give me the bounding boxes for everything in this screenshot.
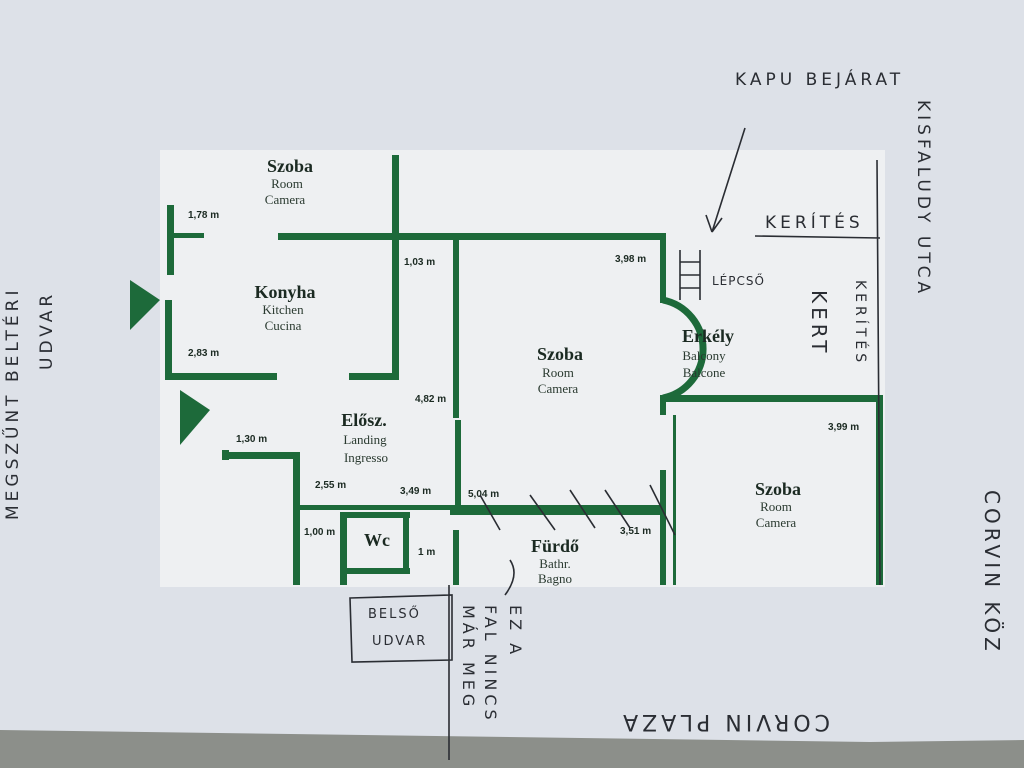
room-erkely: Erkély Balcony Balcone bbox=[682, 326, 734, 380]
svg-text:1,78 m: 1,78 m bbox=[188, 210, 219, 221]
svg-text:KAPU BEJÁRAT: KAPU BEJÁRAT bbox=[735, 68, 904, 90]
svg-text:3,51 m: 3,51 m bbox=[620, 526, 651, 537]
svg-text:4,82 m: 4,82 m bbox=[415, 394, 446, 405]
svg-text:Room: Room bbox=[542, 365, 574, 380]
room-szoba-center: Szoba Room Camera bbox=[537, 344, 583, 396]
svg-text:Room: Room bbox=[271, 176, 303, 191]
svg-text:3,98 m: 3,98 m bbox=[615, 254, 646, 265]
pen-markings bbox=[349, 127, 881, 760]
svg-text:UDVAR: UDVAR bbox=[372, 634, 427, 649]
svg-text:KERT: KERT bbox=[807, 290, 831, 356]
handwritten-notes: KAPU BEJÁRAT KISFALUDY UTCA KERÍTÉS LÉPC… bbox=[1, 68, 1004, 734]
room-szoba-top: Szoba Room Camera bbox=[265, 156, 313, 207]
svg-text:Room: Room bbox=[760, 499, 792, 514]
room-eloszoba: Elősz. Landing Ingresso bbox=[341, 410, 388, 465]
svg-text:UDVAR: UDVAR bbox=[37, 291, 57, 370]
svg-text:Szoba: Szoba bbox=[755, 479, 801, 499]
svg-text:FAL NINCS: FAL NINCS bbox=[481, 605, 500, 724]
svg-text:LÉPCSŐ: LÉPCSŐ bbox=[712, 273, 765, 288]
svg-text:1,03 m: 1,03 m bbox=[404, 257, 435, 268]
svg-text:2,83 m: 2,83 m bbox=[188, 348, 219, 359]
svg-text:Erkély: Erkély bbox=[682, 326, 734, 346]
svg-text:KISFALUDY UTCA: KISFALUDY UTCA bbox=[913, 100, 933, 297]
svg-text:3,99 m: 3,99 m bbox=[828, 422, 859, 433]
svg-text:Konyha: Konyha bbox=[254, 282, 315, 302]
svg-text:Ingresso: Ingresso bbox=[344, 450, 388, 465]
svg-text:Bathr.: Bathr. bbox=[539, 556, 570, 571]
svg-text:Balcone: Balcone bbox=[683, 365, 726, 380]
room-konyha: Konyha Kitchen Cucina bbox=[254, 282, 315, 333]
svg-text:1 m: 1 m bbox=[418, 547, 435, 558]
svg-text:Fürdő: Fürdő bbox=[531, 536, 579, 556]
svg-text:Elősz.: Elősz. bbox=[341, 410, 387, 430]
svg-text:1,30 m: 1,30 m bbox=[236, 434, 267, 445]
dimension-labels: 1,78 m 2,83 m 1,03 m 4,82 m 3,98 m 1,30 … bbox=[188, 210, 859, 558]
svg-text:Balcony: Balcony bbox=[682, 348, 726, 363]
svg-text:KERÍTÉS: KERÍTÉS bbox=[765, 211, 864, 233]
svg-text:Landing: Landing bbox=[343, 432, 387, 447]
svg-text:MEGSZŰNT BELTÉRI: MEGSZŰNT BELTÉRI bbox=[1, 287, 23, 520]
svg-text:CORVIN KÖZ: CORVIN KÖZ bbox=[980, 490, 1004, 655]
svg-text:2,55 m: 2,55 m bbox=[315, 480, 346, 491]
svg-text:MÁR MEG: MÁR MEG bbox=[459, 605, 478, 710]
svg-text:BELSŐ: BELSŐ bbox=[368, 606, 421, 622]
svg-text:EZ A: EZ A bbox=[506, 605, 525, 658]
svg-text:Camera: Camera bbox=[265, 192, 306, 207]
room-szoba-right: Szoba Room Camera bbox=[755, 479, 801, 530]
svg-text:Cucina: Cucina bbox=[265, 318, 302, 333]
svg-text:Camera: Camera bbox=[538, 381, 579, 396]
room-furdo: Fürdő Bathr. Bagno bbox=[531, 536, 579, 586]
svg-text:Kitchen: Kitchen bbox=[262, 302, 304, 317]
svg-text:Szoba: Szoba bbox=[537, 344, 583, 364]
svg-text:Bagno: Bagno bbox=[538, 571, 572, 586]
room-wc: Wc bbox=[364, 530, 390, 550]
svg-text:1,00 m: 1,00 m bbox=[304, 527, 335, 538]
svg-text:Camera: Camera bbox=[756, 515, 797, 530]
svg-text:KERÍTÉS: KERÍTÉS bbox=[852, 280, 869, 366]
svg-text:Szoba: Szoba bbox=[267, 156, 313, 176]
svg-text:CORVIN PLAZA: CORVIN PLAZA bbox=[619, 709, 830, 734]
svg-text:3,49 m: 3,49 m bbox=[400, 486, 431, 497]
svg-text:5,04 m: 5,04 m bbox=[468, 489, 499, 500]
entrance-door-markers bbox=[130, 280, 210, 445]
